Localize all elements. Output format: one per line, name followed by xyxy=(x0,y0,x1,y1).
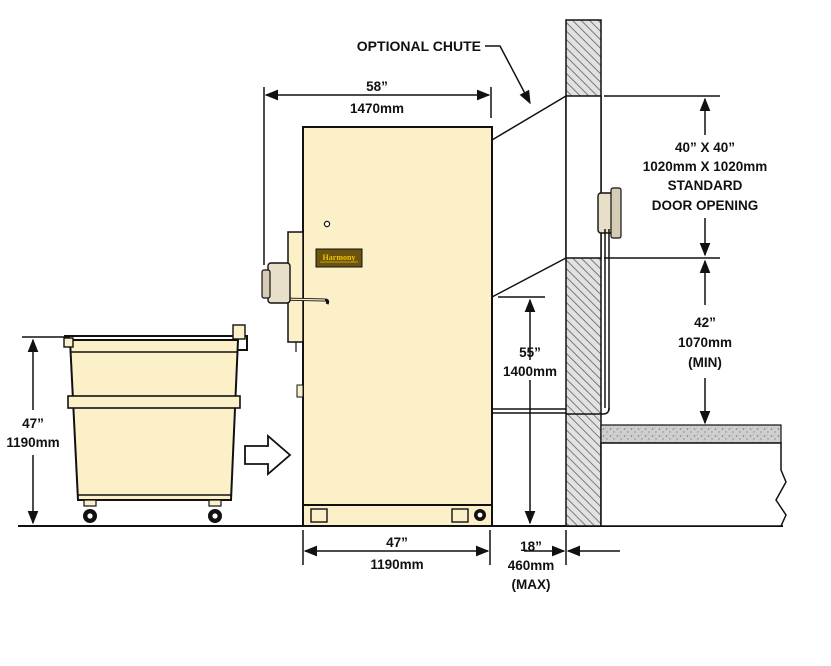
door-opening xyxy=(565,95,602,259)
floor-slab xyxy=(600,424,787,527)
keyhole-icon xyxy=(323,220,331,228)
door-height-mm: 1070mm xyxy=(678,335,732,350)
machine-foot-left xyxy=(310,508,328,523)
base-width-in: 47” xyxy=(386,535,408,550)
cart-height-mm: 1190mm xyxy=(6,435,59,450)
clearance-mm: 460mm xyxy=(508,558,555,573)
wall xyxy=(565,19,602,527)
brand-plate-text: Harmony xyxy=(323,253,356,262)
machine xyxy=(261,126,493,527)
cart-caster-right xyxy=(208,499,222,523)
cart-band xyxy=(67,395,241,409)
clearance-in: 18” xyxy=(520,539,542,554)
door-size-in: 40” X 40” xyxy=(675,140,735,155)
door-standard: STANDARD xyxy=(668,178,743,193)
machine-cabinet xyxy=(302,126,493,506)
clearance-note: (MAX) xyxy=(512,577,551,592)
optional-chute xyxy=(491,95,567,298)
top-width-mm: 1470mm xyxy=(350,101,404,116)
machine-foot-right xyxy=(451,508,469,523)
push-arrow-icon xyxy=(244,434,292,476)
chute-height-in: 55” xyxy=(519,345,541,360)
cart xyxy=(63,324,248,523)
dimension-lines xyxy=(22,45,720,565)
base-width-mm: 1190mm xyxy=(370,557,423,572)
optional-chute-label: OPTIONAL CHUTE xyxy=(357,38,481,54)
chute-height-mm: 1400mm xyxy=(503,364,557,379)
machine-base xyxy=(302,504,493,527)
cart-body xyxy=(68,339,240,501)
door-height-in: 42” xyxy=(694,315,716,330)
wall-motor xyxy=(566,187,622,415)
door-size-mm: 1020mm X 1020mm xyxy=(643,159,768,174)
machine-motor xyxy=(267,262,291,304)
door-handle xyxy=(280,297,330,305)
top-width-in: 58” xyxy=(366,79,388,94)
door-height-note: (MIN) xyxy=(688,355,722,370)
cart-caster-left xyxy=(83,499,97,523)
cart-height-in: 47” xyxy=(22,416,44,431)
door-opening-label: DOOR OPENING xyxy=(652,198,759,213)
